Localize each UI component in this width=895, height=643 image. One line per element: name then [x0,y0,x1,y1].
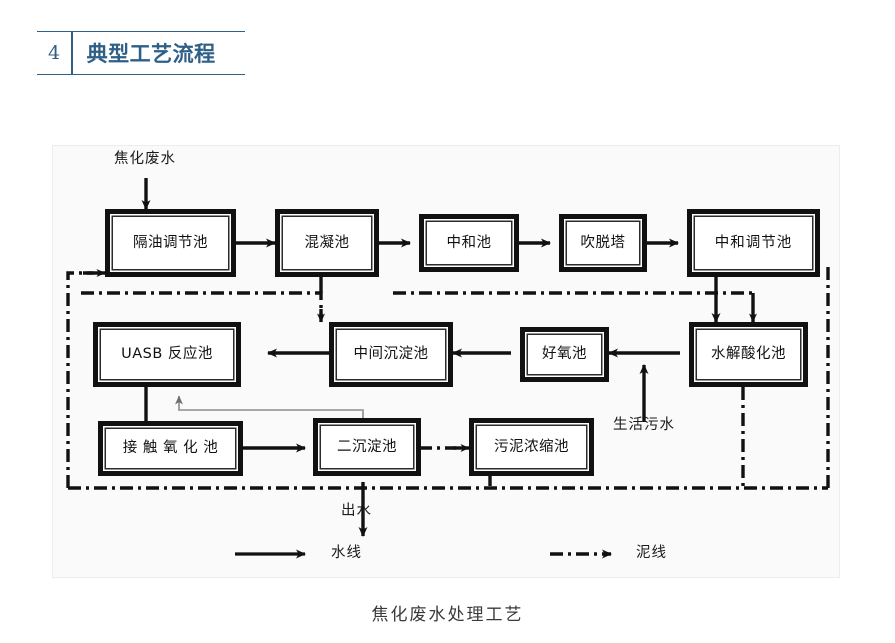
sludge-line-to-intermediate [81,291,323,318]
domestic-sewage-text: 生活污水 [613,417,675,433]
section-divider [71,32,73,74]
box-uasb-reactor[interactable]: UASB 反应池 [93,322,241,387]
box-contact-oxidation-tank[interactable]: 接 触 氧 化 池 [98,421,243,476]
sludge-line-left-riser [66,271,93,488]
process-flow-diagram: 隔油调节池 混凝池 中和池 吹脱塔 中和调节池 UASB 反应池 中间沉淀池 好… [52,145,840,578]
box-label: UASB 反应池 [121,346,213,363]
box-label: 吹脱塔 [580,234,626,251]
box-secondary-sedimentation-tank[interactable]: 二沉淀池 [313,418,421,476]
box-label: 中和调节池 [714,234,793,251]
box-stripping-tower[interactable]: 吹脱塔 [559,214,647,272]
inlet-text: 焦化废水 [114,151,176,167]
box-aerobic-tank[interactable]: 好氧池 [520,327,609,382]
box-label: 水解酸化池 [711,346,786,363]
box-neutralization-tank[interactable]: 中和池 [419,214,519,272]
label-inlet-coking-wastewater: 焦化废水 [114,152,176,167]
box-hydrolysis-acidification-tank[interactable]: 水解酸化池 [689,322,808,387]
label-effluent: 出水 [341,504,372,519]
section-number: 4 [47,41,61,64]
section-heading: 4 典型工艺流程 [37,31,245,75]
box-label: 好氧池 [542,346,587,363]
legend-sludge-line-label: 泥线 [636,546,667,561]
box-label: 接 触 氧 化 池 [122,440,219,457]
box-label: 污泥浓缩池 [494,438,569,455]
box-sludge-thickening-tank[interactable]: 污泥浓缩池 [469,418,594,476]
box-label: 中间沉淀池 [353,346,429,363]
effluent-text: 出水 [341,503,372,519]
box-oil-separation-regulating-tank[interactable]: 隔油调节池 [105,209,236,277]
box-neutralization-regulating-tank[interactable]: 中和调节池 [687,209,820,277]
box-label: 二沉淀池 [337,438,397,455]
legend-label-text: 泥线 [636,545,667,561]
legend-water-line-label: 水线 [331,546,362,561]
box-label: 隔油调节池 [133,234,208,251]
figure-caption: 焦化废水处理工艺 [371,605,524,625]
legend-label-text: 水线 [331,545,362,561]
label-domestic-sewage: 生活污水 [613,418,675,433]
box-intermediate-sedimentation-tank[interactable]: 中间沉淀池 [329,322,453,387]
page-title: 典型工艺流程 [86,42,216,66]
box-label: 中和池 [446,234,492,251]
box-coagulation-tank[interactable]: 混凝池 [275,209,379,277]
box-label: 混凝池 [304,234,350,251]
